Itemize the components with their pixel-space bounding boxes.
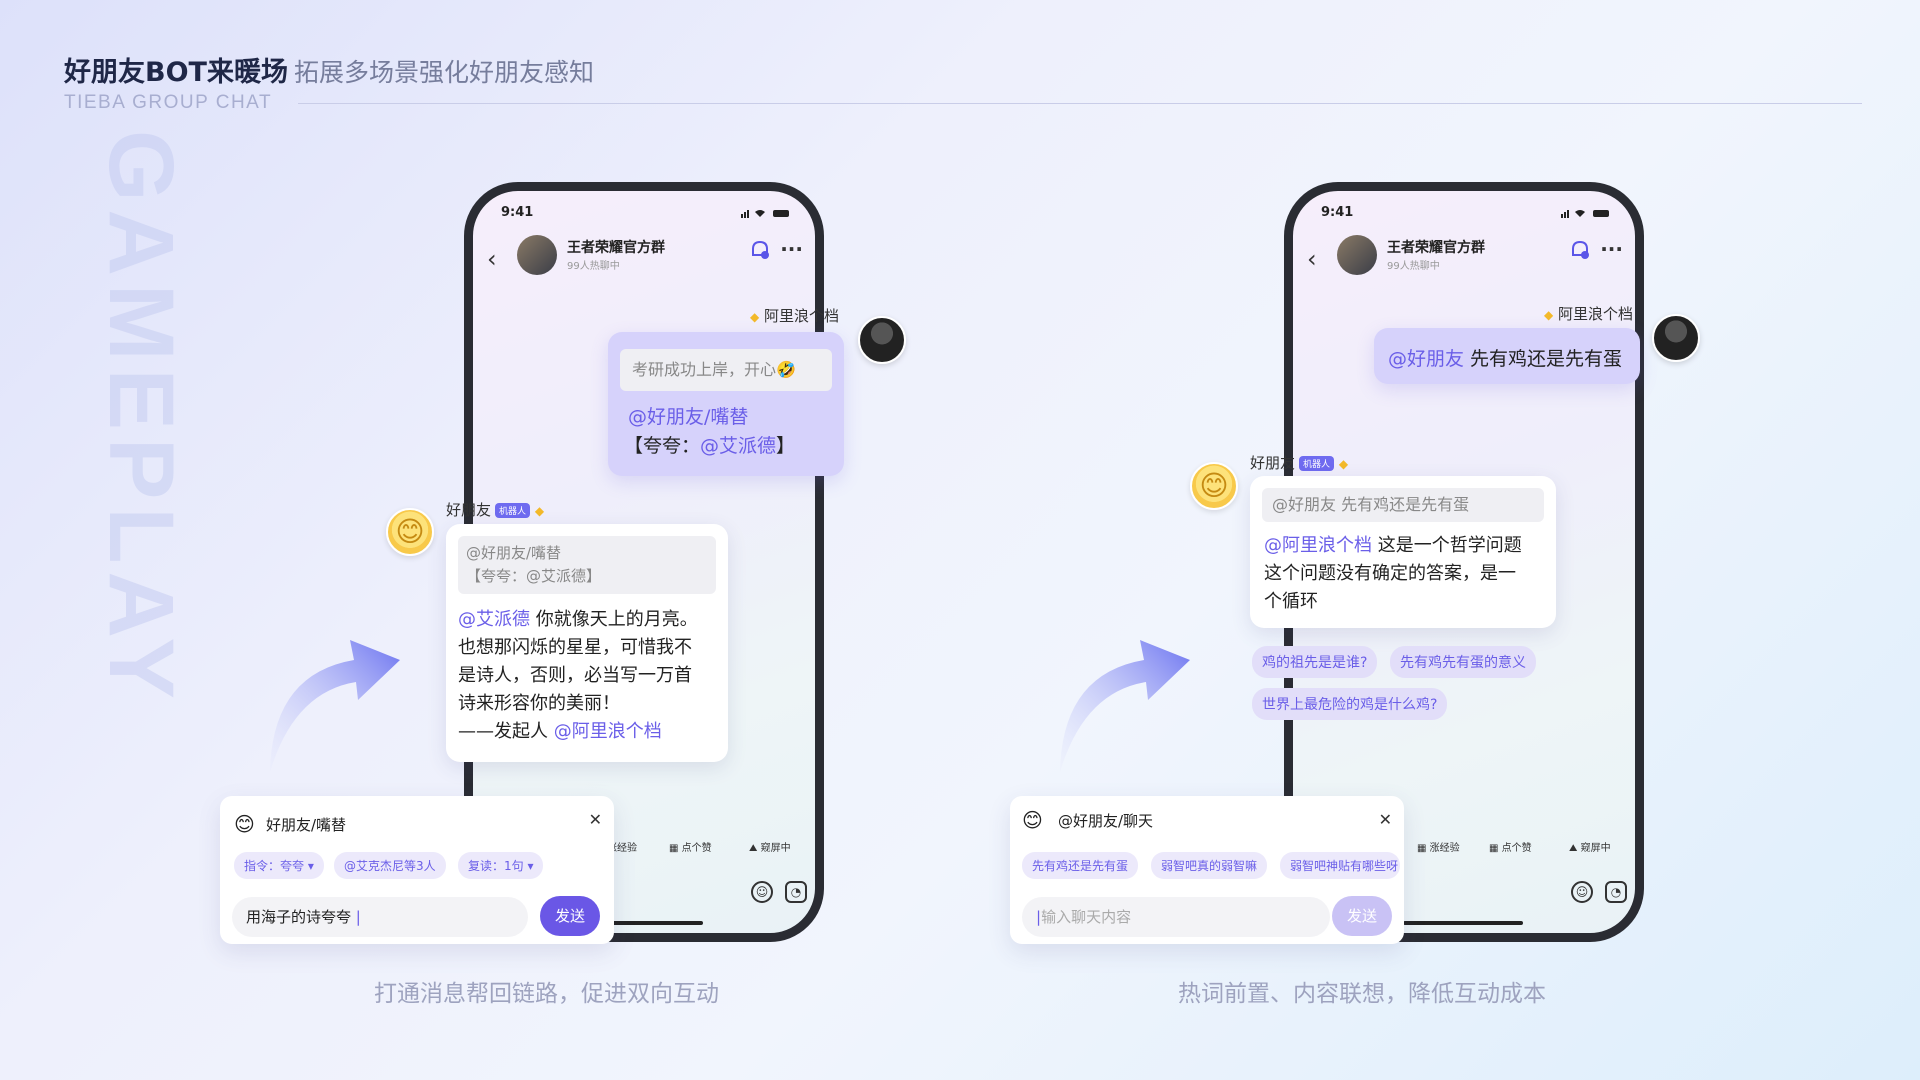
mention-targets-chip[interactable]: @艾克杰尼等3人	[334, 852, 446, 879]
bot-name-right: 好朋友机器人 ◆	[1250, 454, 1349, 472]
hot-word-chip[interactable]: 先有鸡还是先有蛋	[1022, 852, 1139, 879]
curved-arrow-left	[270, 640, 400, 772]
user-message-text: @好朋友 先有鸡还是先有蛋	[1388, 348, 1623, 370]
emoji-icon[interactable]: ☺	[751, 881, 773, 903]
chat-input[interactable]: |输入聊天内容	[1022, 897, 1330, 937]
status-icons	[1561, 210, 1609, 218]
user-message-right[interactable]: @好朋友 先有鸡还是先有蛋	[1374, 328, 1640, 384]
send-button-disabled[interactable]: 发送	[1332, 896, 1392, 936]
page-subtitle: 拓展多场景强化好朋友感知	[293, 58, 594, 87]
emoji-icon[interactable]: ☺	[1571, 881, 1593, 903]
more-icon[interactable]: ···	[1600, 237, 1623, 261]
toolbar-like[interactable]: ▦ 点个赞	[669, 843, 712, 854]
caption-left: 打通消息帮回链路，促进双向互动	[374, 981, 719, 1007]
suggestion-chip[interactable]: 鸡的祖先是是谁?	[1252, 646, 1378, 678]
bot-quoted-message: @好朋友 先有鸡还是先有蛋	[1262, 488, 1544, 522]
quoted-message: 考研成功上岸，开心🤣	[620, 349, 832, 391]
bell-icon[interactable]	[749, 239, 771, 261]
suggestion-chip[interactable]: 先有鸡先有蛋的意义	[1390, 646, 1536, 678]
page-title: 好朋友BOT来暖场拓展多场景强化好朋友感知	[64, 57, 594, 88]
group-avatar[interactable]	[517, 235, 557, 275]
status-icons	[741, 210, 789, 218]
group-online-count: 99人热聊中	[567, 261, 620, 272]
mention-link[interactable]: @艾派德	[458, 609, 530, 630]
user-name-left: ◆ 阿里浪个档	[750, 307, 840, 325]
group-avatar[interactable]	[1337, 235, 1377, 275]
bot-badge: 机器人	[495, 503, 531, 518]
more-icon[interactable]: ···	[780, 237, 803, 261]
user-name-right: ◆ 阿里浪个档	[1544, 305, 1634, 323]
mention-link[interactable]: @好朋友	[1388, 348, 1465, 370]
gem-icon: ◆	[534, 504, 545, 518]
page-title-en: TIEBA GROUP CHAT	[64, 92, 273, 113]
home-indicator	[1403, 921, 1523, 925]
close-icon[interactable]: ✕	[588, 810, 602, 829]
bot-message-left[interactable]: @好朋友/嘴替【夸夸：@艾派德】 @艾派德 你就像天上的月亮。 也想那闪烁的星星…	[446, 524, 728, 762]
curved-arrow-right	[1060, 640, 1190, 772]
toolbar-peek[interactable]: ⛰ 窥屏中	[749, 843, 791, 854]
group-name: 王者荣耀官方群	[567, 240, 665, 256]
home-indicator	[583, 921, 703, 925]
bot-mini-icon: 😊	[234, 812, 255, 836]
sticker-icon[interactable]: ◔	[1605, 881, 1627, 903]
watermark: GAMEPLAY	[90, 130, 192, 707]
gem-icon: ◆	[1338, 457, 1349, 471]
bot-name-left: 好朋友机器人 ◆	[446, 501, 545, 519]
bot-reply-text: @阿里浪个档 这是一个哲学问题 这个问题没有确定的答案，是一 个循环	[1264, 535, 1522, 612]
bot-badge: 机器人	[1299, 456, 1335, 471]
toolbar-exp[interactable]: 涨经验	[607, 843, 637, 854]
bot-message-right[interactable]: @好朋友 先有鸡还是先有蛋 @阿里浪个档 这是一个哲学问题 这个问题没有确定的答…	[1250, 476, 1556, 628]
back-icon[interactable]: ‹	[487, 245, 497, 273]
command-line: 【夸夸：@艾派德】	[624, 435, 796, 457]
panel-title: 好朋友/嘴替	[266, 816, 347, 834]
group-name: 王者荣耀官方群	[1387, 240, 1485, 256]
bot-reply-text: @艾派德 你就像天上的月亮。 也想那闪烁的星星，可惜我不 是诗人，否则，必当写一…	[458, 609, 698, 742]
back-icon[interactable]: ‹	[1307, 245, 1317, 273]
user-avatar-right[interactable]	[1652, 314, 1700, 362]
hot-word-chip[interactable]: 弱智吧真的弱智嘛	[1151, 852, 1268, 879]
close-icon[interactable]: ✕	[1378, 810, 1392, 829]
gem-icon: ◆	[750, 310, 760, 324]
group-online-count: 99人热聊中	[1387, 261, 1440, 272]
user-avatar-left[interactable]	[858, 316, 906, 364]
message-input[interactable]: 用海子的诗夸夸 |	[232, 897, 528, 937]
hot-word-chip[interactable]: 弱智吧神贴有哪些呀	[1280, 852, 1400, 879]
bot-avatar-right[interactable]: 😊	[1190, 462, 1238, 510]
chat-panel-right: 😊 @好朋友/聊天 ✕ 先有鸡还是先有蛋 弱智吧真的弱智嘛 弱智吧神贴有哪些呀 …	[1010, 796, 1404, 944]
header-divider	[298, 103, 1862, 104]
bot-quoted-message: @好朋友/嘴替【夸夸：@艾派德】	[458, 536, 716, 594]
sticker-icon[interactable]: ◔	[785, 881, 807, 903]
repeat-select[interactable]: 复读：1句 ▾	[458, 852, 544, 879]
status-time: 9:41	[1321, 205, 1354, 220]
command-select[interactable]: 指令：夸夸 ▾	[234, 852, 324, 879]
mention-link[interactable]: @阿里浪个档	[553, 721, 662, 742]
bot-avatar-left[interactable]: 😊	[386, 508, 434, 556]
toolbar-exp[interactable]: ▦ 涨经验	[1417, 843, 1460, 854]
mention-link[interactable]: @艾派德	[700, 435, 777, 457]
suggestion-chip[interactable]: 世界上最危险的鸡是什么鸡?	[1252, 688, 1448, 720]
panel-title: @好朋友/聊天	[1058, 812, 1154, 830]
toolbar-peek[interactable]: ⛰ 窥屏中	[1569, 843, 1611, 854]
toolbar-like[interactable]: ▦ 点个赞	[1489, 843, 1532, 854]
bot-mini-icon: 😊	[1022, 808, 1043, 832]
command-panel-left: 😊 好朋友/嘴替 ✕ 指令：夸夸 ▾ @艾克杰尼等3人 复读：1句 ▾ 用海子的…	[220, 796, 614, 944]
gem-icon: ◆	[1544, 308, 1554, 322]
caption-right: 热词前置、内容联想，降低互动成本	[1178, 981, 1546, 1007]
status-time: 9:41	[501, 205, 534, 220]
send-button[interactable]: 发送	[540, 896, 600, 936]
command-mention[interactable]: @好朋友/嘴替	[628, 406, 749, 428]
bell-icon[interactable]	[1569, 239, 1591, 261]
mention-link[interactable]: @阿里浪个档	[1264, 535, 1372, 556]
user-message-left[interactable]: 考研成功上岸，开心🤣 @好朋友/嘴替 【夸夸：@艾派德】	[608, 332, 844, 476]
